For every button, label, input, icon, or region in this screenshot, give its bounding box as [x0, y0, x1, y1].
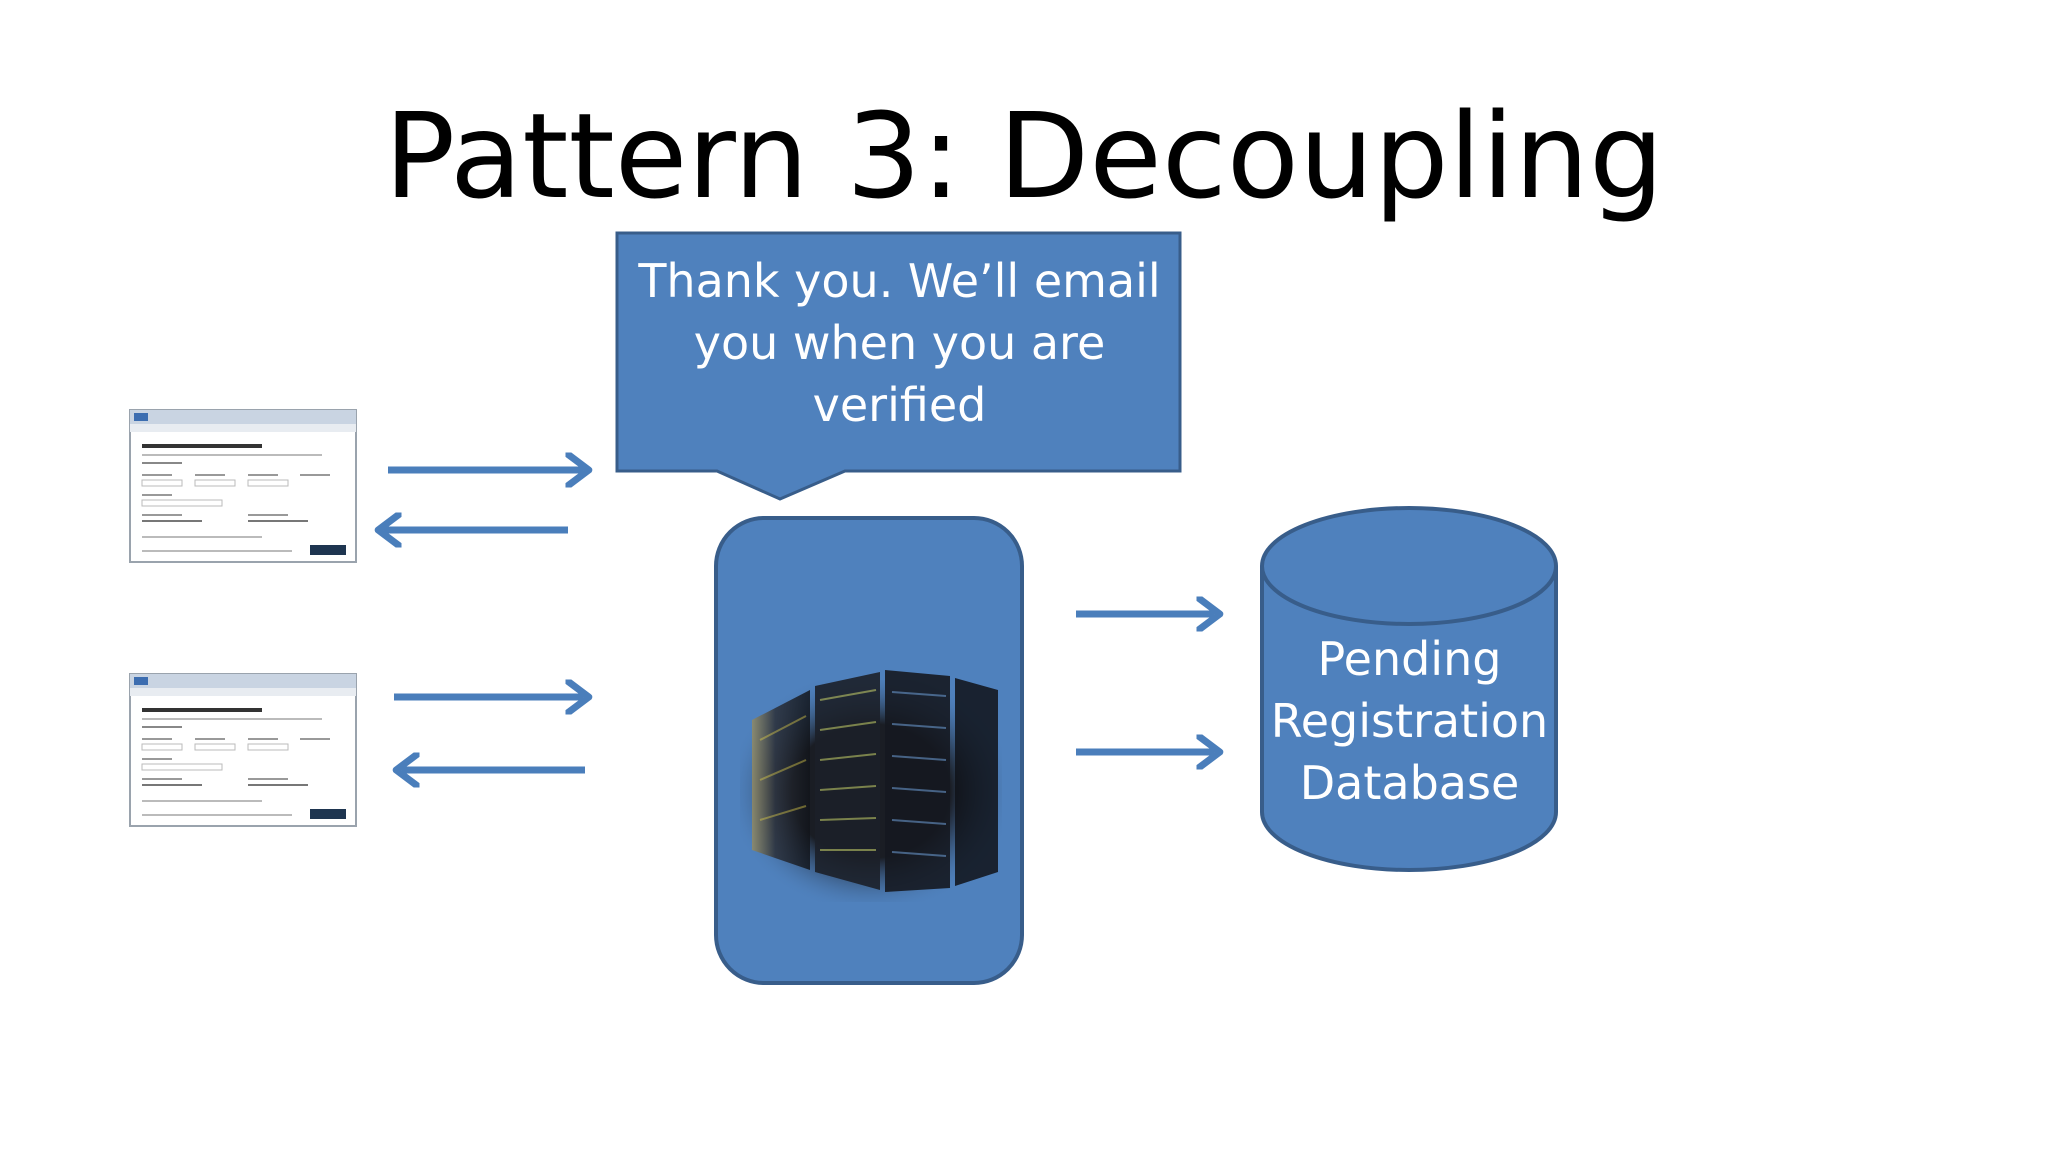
database-label-line: Registration — [1270, 694, 1549, 748]
callout-line: Thank you. We’ll email — [638, 254, 1161, 308]
callout-box — [615, 231, 1182, 501]
callout-message: Thank you. We’ll email you when you are … — [617, 250, 1182, 436]
client-browser-icon — [129, 409, 357, 563]
callout-line: verified — [812, 378, 987, 432]
database-label-line: Database — [1299, 756, 1520, 810]
client-browser-icon — [129, 673, 357, 827]
slide-title: Pattern 3: Decoupling — [384, 87, 1664, 225]
database-label: Pending Registration Database — [1262, 628, 1557, 814]
database-label-line: Pending — [1317, 632, 1502, 686]
database-cylinder-icon — [1260, 506, 1558, 872]
callout-line: you when you are — [693, 316, 1106, 370]
server-rack-icon — [740, 670, 1002, 902]
